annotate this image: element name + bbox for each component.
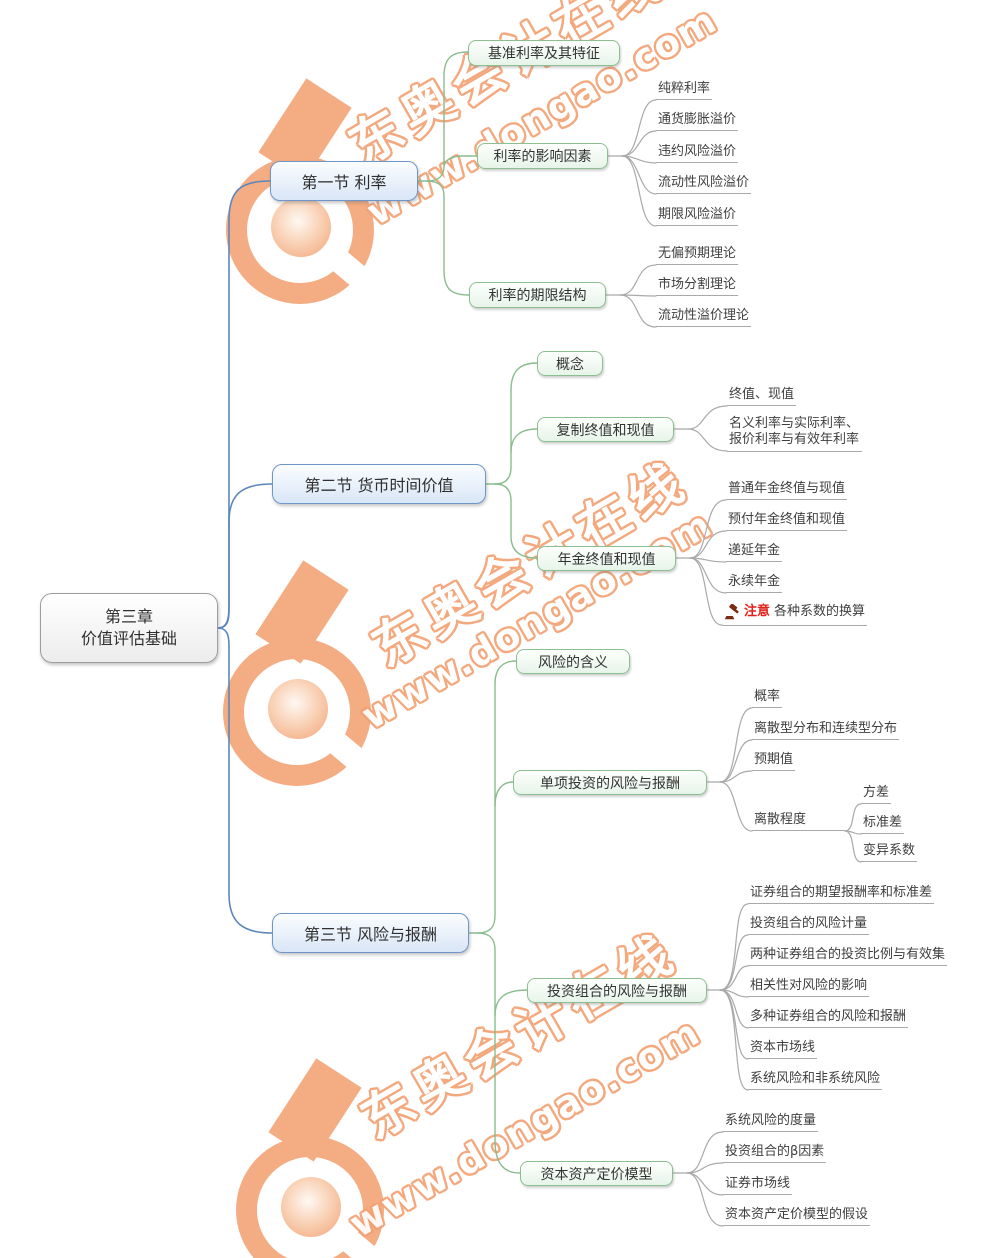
- leaf-item[interactable]: 预期值: [752, 751, 796, 771]
- connectors-root: [217, 180, 273, 934]
- note-text: 各种系数的换算: [774, 604, 866, 619]
- logo-ball: [268, 679, 328, 739]
- section-node-risk-return[interactable]: 第三节 风险与报酬: [272, 913, 469, 953]
- logo-ball: [281, 1177, 341, 1237]
- leaf-item[interactable]: 终值、现值: [727, 386, 797, 406]
- leaf-item[interactable]: 多种证券组合的风险和报酬: [748, 1008, 909, 1028]
- leaf-item[interactable]: 证券组合的期望报酬率和标准差: [748, 884, 935, 904]
- topic-node-annuity-value[interactable]: 年金终值和现值: [537, 546, 676, 571]
- topic-node-rate-factors[interactable]: 利率的影响因素: [477, 143, 608, 169]
- leaf-item[interactable]: 普通年金终值与现值: [726, 480, 848, 500]
- leaf-item[interactable]: 标准差: [861, 814, 905, 834]
- leaf-item[interactable]: 相关性对风险的影响: [748, 977, 870, 997]
- leaf-item[interactable]: 方差: [861, 784, 892, 804]
- leaf-item[interactable]: 违约风险溢价: [656, 143, 739, 163]
- leaf-item[interactable]: 纯粹利率: [656, 80, 713, 100]
- gavel-icon: [724, 604, 739, 620]
- topic-node-term-structure[interactable]: 利率的期限结构: [469, 282, 606, 308]
- leaf-item[interactable]: 永续年金: [726, 573, 783, 593]
- leaf-item[interactable]: 无偏预期理论: [656, 245, 739, 265]
- root-title-line2: 价值评估基础: [80, 629, 177, 648]
- topic-node-concept[interactable]: 概念: [537, 351, 603, 376]
- leaf-item[interactable]: 变异系数: [861, 842, 918, 862]
- leaf-item[interactable]: 流动性风险溢价: [656, 174, 752, 194]
- leaf-item[interactable]: 投资组合的β因素: [723, 1143, 827, 1163]
- topic-node-compound-value[interactable]: 复制终值和现值: [537, 417, 674, 442]
- leaf-item[interactable]: 预付年金终值和现值: [726, 511, 848, 531]
- leaf-item[interactable]: 递延年金: [726, 542, 783, 562]
- leaf-item[interactable]: 期限风险溢价: [656, 206, 739, 226]
- leaf-item[interactable]: 系统风险的度量: [723, 1112, 819, 1132]
- section-node-interest-rate[interactable]: 第一节 利率: [270, 161, 418, 201]
- leaf-item[interactable]: 流动性溢价理论: [656, 307, 752, 327]
- leaf-item[interactable]: 投资组合的风险计量: [748, 915, 870, 935]
- connectors-leaf: [605, 99, 862, 1227]
- root-node-chapter[interactable]: 第三章 价值评估基础: [40, 593, 218, 663]
- leaf-item[interactable]: 离散型分布和连续型分布: [752, 720, 900, 740]
- leaf-item[interactable]: 两种证券组合的投资比例与有效集: [748, 946, 948, 966]
- note-highlight: 注意: [744, 604, 771, 619]
- leaf-item[interactable]: 名义利率与实际利率、报价利率与有效年利率: [727, 416, 862, 452]
- root-title-line1: 第三章: [104, 607, 153, 626]
- leaf-item[interactable]: 概率: [752, 688, 783, 708]
- logo-ball: [271, 197, 331, 257]
- leaf-item[interactable]: 离散程度: [752, 811, 845, 831]
- topic-node-risk-meaning[interactable]: 风险的含义: [516, 649, 630, 674]
- dongao-logo: [223, 560, 383, 798]
- topic-node-single-investment[interactable]: 单项投资的风险与报酬: [513, 770, 707, 795]
- leaf-item[interactable]: 证券市场线: [723, 1175, 793, 1195]
- topic-node-portfolio[interactable]: 投资组合的风险与报酬: [527, 978, 707, 1003]
- leaf-item[interactable]: 通货膨胀溢价: [656, 111, 739, 131]
- topic-node-capm[interactable]: 资本资产定价模型: [520, 1161, 673, 1186]
- leaf-item[interactable]: 市场分割理论: [656, 276, 739, 296]
- leaf-note-item[interactable]: 注意各种系数的换算: [722, 603, 868, 626]
- leaf-item[interactable]: 资本市场线: [748, 1039, 818, 1059]
- section-node-time-value[interactable]: 第二节 货币时间价值: [272, 464, 486, 504]
- dongao-logo: [236, 1058, 396, 1258]
- connectors-section: [417, 51, 538, 1174]
- leaf-item[interactable]: 系统风险和非系统风险: [748, 1070, 883, 1090]
- topic-node-benchmark-rate[interactable]: 基准利率及其特征: [468, 40, 620, 66]
- leaf-item[interactable]: 资本资产定价模型的假设: [723, 1206, 871, 1226]
